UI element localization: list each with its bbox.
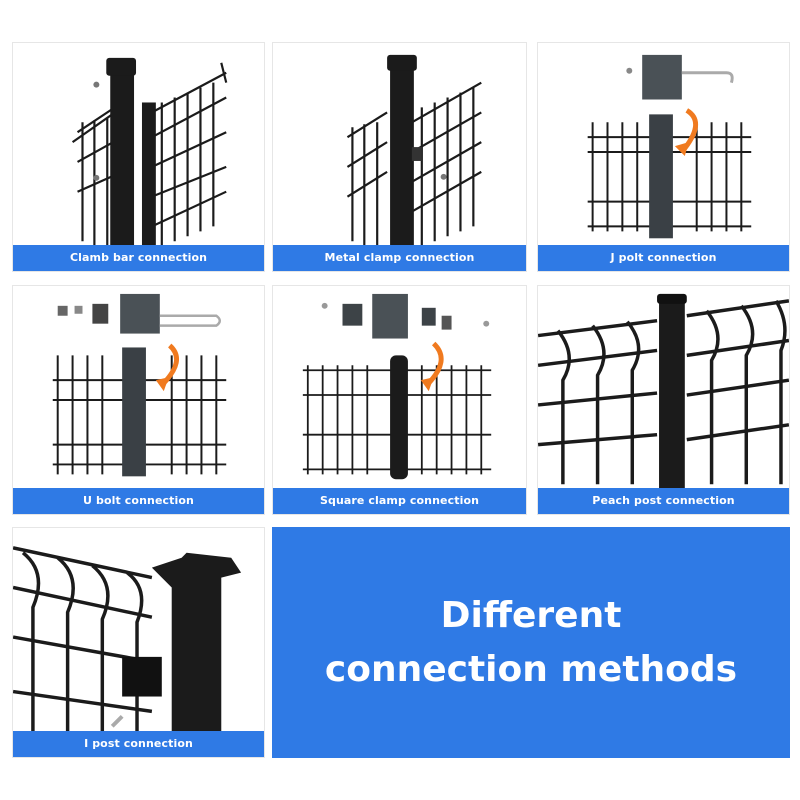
caption-square-clamp: Square clamp connection bbox=[273, 488, 526, 514]
tile-square-clamp: Square clamp connection bbox=[272, 285, 527, 515]
caption-clamb-bar: Clamb bar connection bbox=[13, 245, 264, 271]
post-cap bbox=[657, 293, 687, 304]
caption-j-polt: J polt connection bbox=[538, 245, 789, 271]
post bbox=[649, 114, 673, 239]
tile-metal-clamp: Metal clamp connection bbox=[272, 42, 527, 272]
post bbox=[390, 355, 408, 480]
square-clamp-illustration bbox=[302, 293, 492, 480]
post bbox=[659, 297, 685, 492]
tile-clamb-bar: Clamb bar connection bbox=[12, 42, 265, 272]
caption-metal-clamp: Metal clamp connection bbox=[273, 245, 526, 271]
post bbox=[122, 347, 146, 477]
u-bolt-illustration bbox=[52, 293, 227, 477]
u-bolt bbox=[159, 314, 222, 327]
clamp-part bbox=[120, 293, 160, 334]
clamb-bar-illustration bbox=[71, 57, 228, 252]
i-post-illustration bbox=[13, 546, 242, 747]
post-cap bbox=[387, 54, 417, 71]
clamp-part bbox=[642, 54, 682, 100]
tile-j-polt: J polt connection bbox=[537, 42, 790, 272]
tile-i-post: I post connection bbox=[12, 527, 265, 758]
post-cap bbox=[106, 57, 137, 76]
post bbox=[110, 72, 135, 247]
caption-i-post: I post connection bbox=[13, 731, 264, 757]
j-bolt bbox=[681, 71, 734, 84]
caption-peach-post: Peach post connection bbox=[538, 488, 789, 514]
post bbox=[151, 552, 242, 747]
tile-u-bolt: U bolt connection bbox=[12, 285, 265, 515]
clamp-part bbox=[372, 293, 408, 339]
j-polt-illustration bbox=[587, 54, 752, 239]
caption-u-bolt: U bolt connection bbox=[13, 488, 264, 514]
clamp-bar bbox=[141, 102, 156, 252]
post bbox=[390, 67, 414, 247]
clamp-part bbox=[122, 656, 162, 697]
title-banner: Different connection methods bbox=[272, 527, 790, 758]
banner-line-2: connection methods bbox=[324, 648, 738, 690]
tile-peach-post: Peach post connection bbox=[537, 285, 790, 515]
banner-line-1: Different bbox=[440, 594, 622, 636]
metal-clamp-illustration bbox=[346, 54, 482, 247]
peach-post-illustration bbox=[538, 293, 789, 492]
